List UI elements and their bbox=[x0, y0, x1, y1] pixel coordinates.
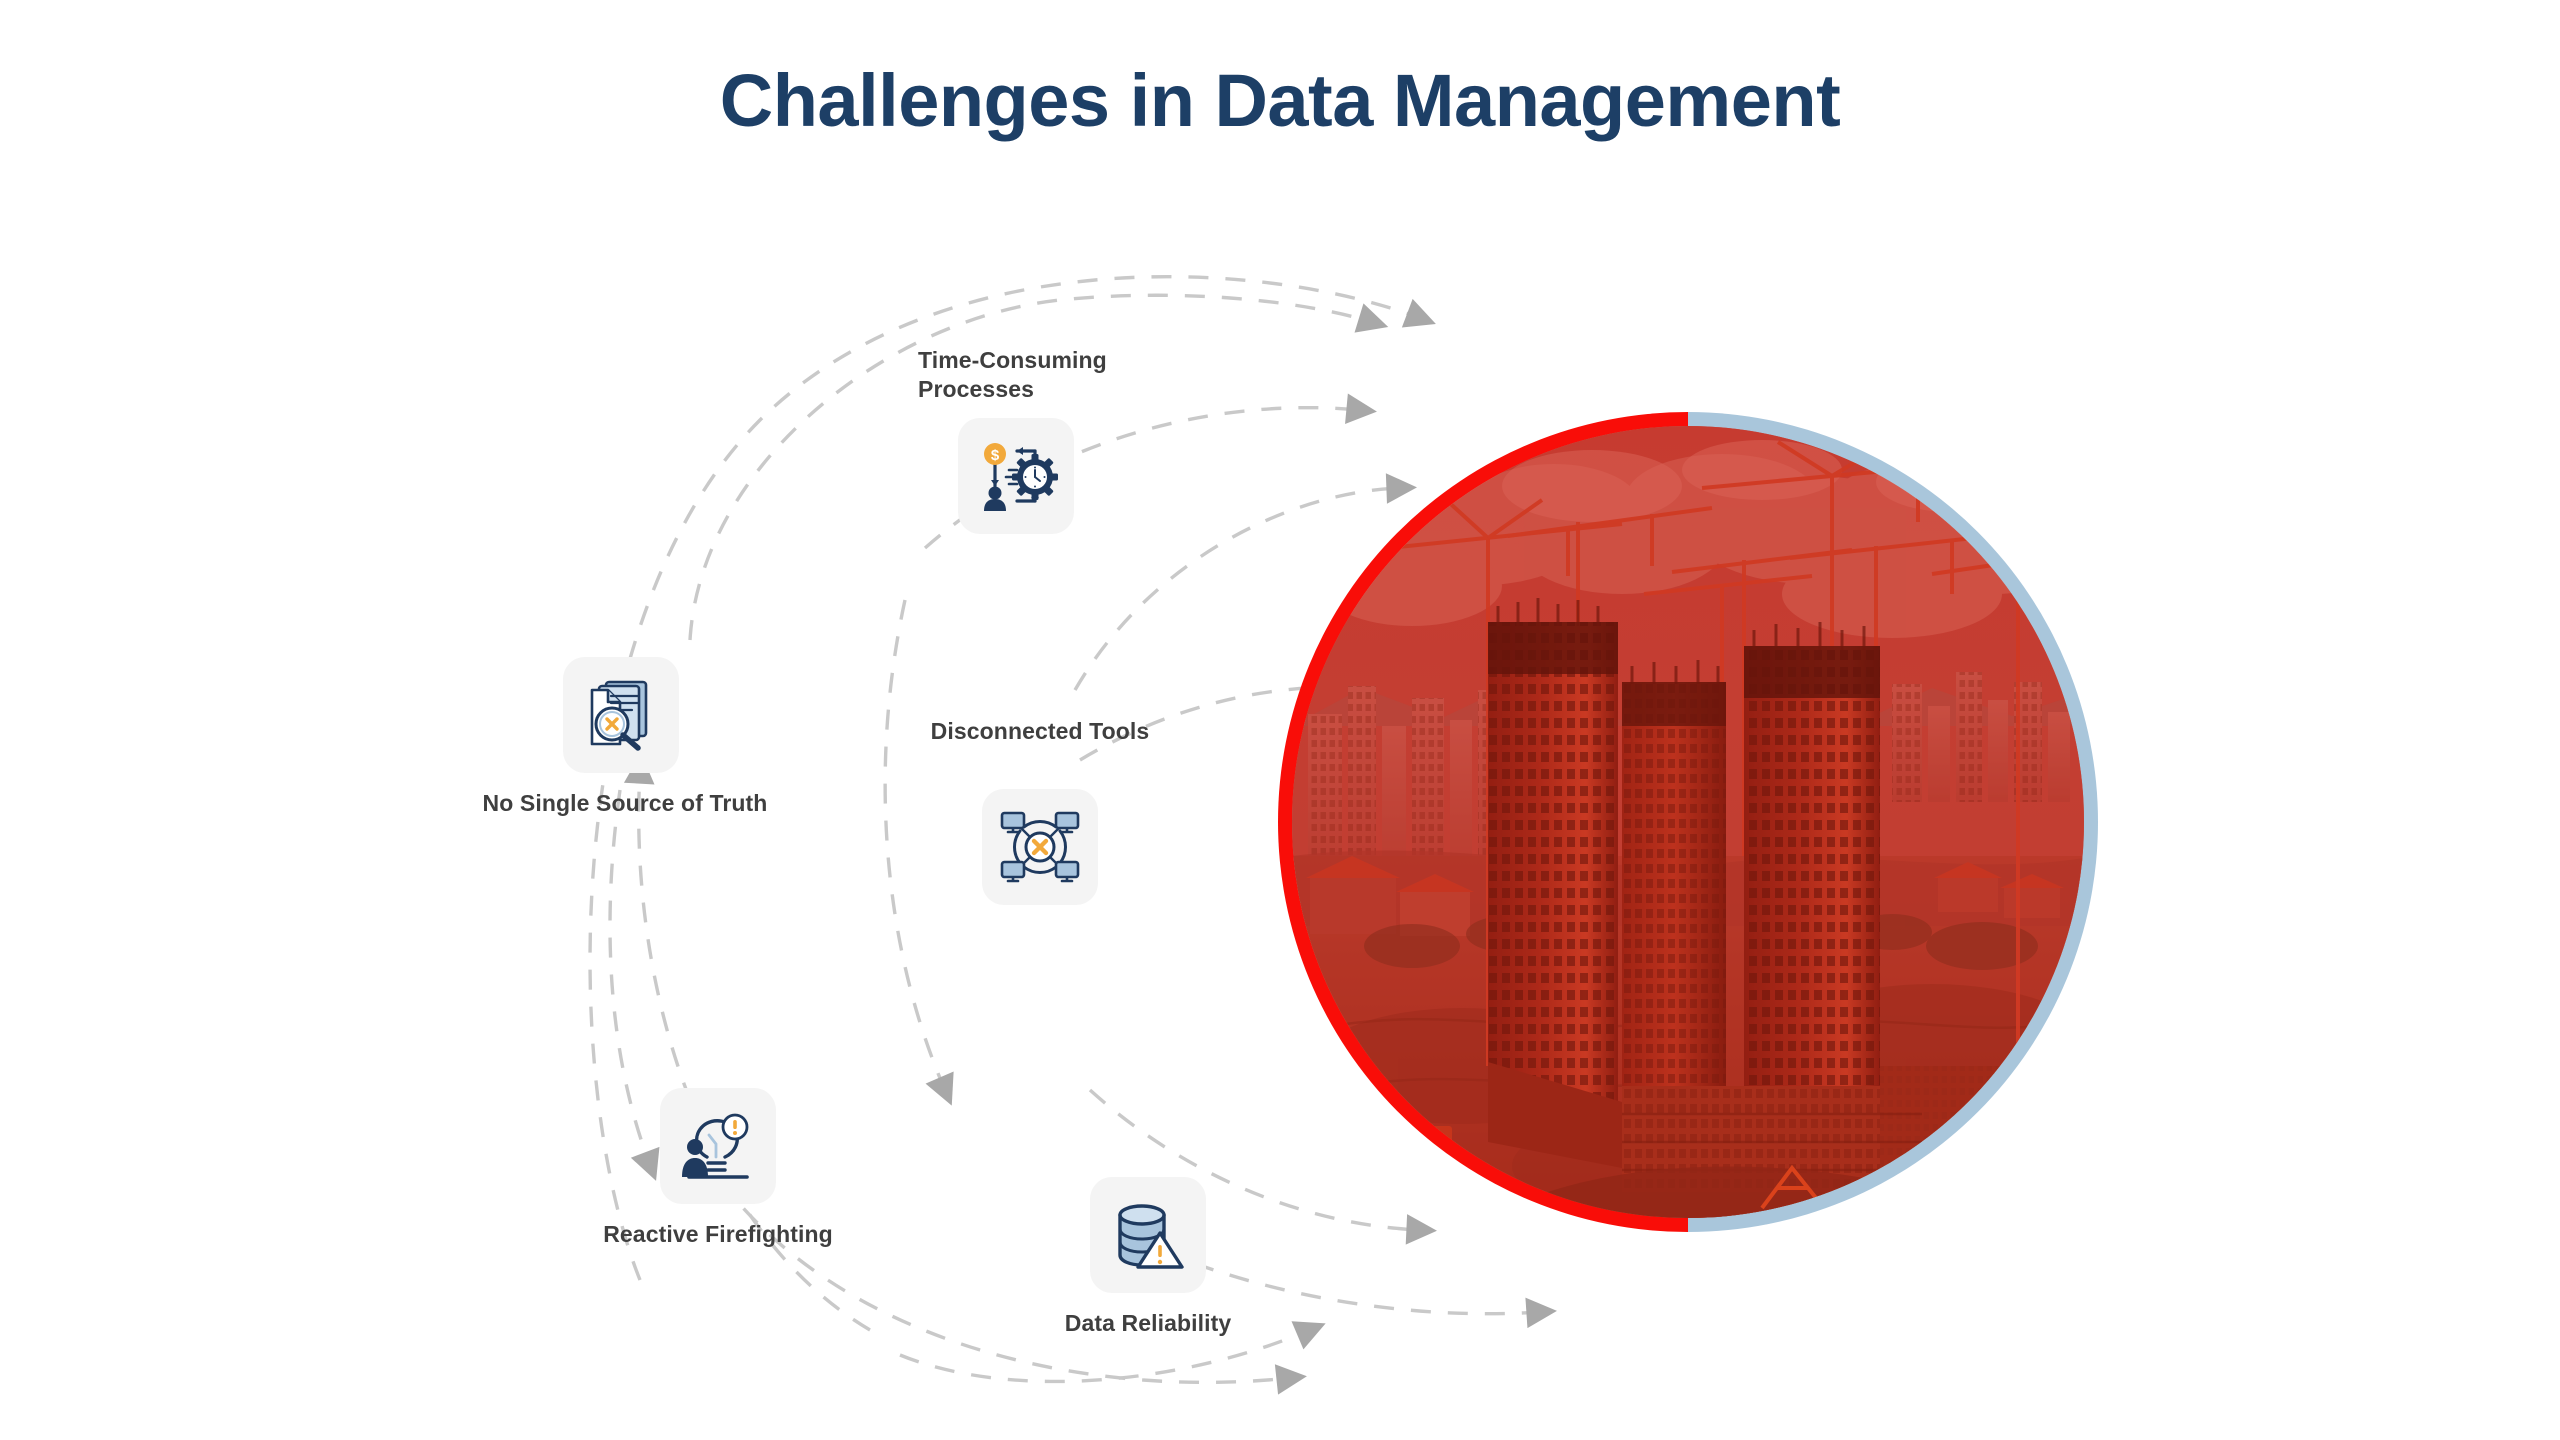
node-tile[interactable] bbox=[1090, 1177, 1206, 1293]
database-warning-icon bbox=[1118, 1204, 1184, 1269]
document-magnifier-x-icon bbox=[590, 680, 648, 751]
node-tile[interactable] bbox=[982, 789, 1098, 905]
node-label-reactive-firefighting: Reactive Firefighting bbox=[603, 1221, 833, 1247]
node-label-no-single-source-of-truth: No Single Source of Truth bbox=[482, 790, 768, 816]
svg-text:$: $ bbox=[991, 447, 1000, 464]
node-data-reliability[interactable]: Data Reliability bbox=[1065, 1177, 1231, 1336]
node-no-single-source-of-truth[interactable]: No Single Source of Truth bbox=[483, 657, 767, 816]
page-title: Challenges in Data Management bbox=[719, 59, 1841, 142]
arc-to-photo-lower bbox=[1159, 1248, 1557, 1329]
node-tile[interactable] bbox=[660, 1088, 776, 1204]
node-label-data-reliability: Data Reliability bbox=[1064, 1310, 1232, 1336]
node-tile[interactable]: $ bbox=[958, 418, 1074, 534]
photo-clip bbox=[1292, 426, 2084, 1218]
node-disconnected-tools[interactable]: Disconnected Tools bbox=[931, 718, 1149, 905]
network-monitors-x-icon bbox=[1000, 811, 1080, 883]
node-label-disconnected-tools: Disconnected Tools bbox=[930, 718, 1150, 744]
money-clock-gear-person-icon: $ bbox=[984, 443, 1058, 511]
node-label-time-consuming-processes: Time-Consuming Processes bbox=[918, 347, 1107, 403]
node-tile[interactable] bbox=[563, 657, 679, 773]
node-reactive-firefighting[interactable]: Reactive Firefighting bbox=[603, 1088, 833, 1247]
person-lightbulb-alert-icon bbox=[682, 1113, 749, 1179]
photo-red-tint bbox=[1292, 426, 2084, 1218]
arc-left-descend-outer bbox=[608, 789, 660, 1181]
construction-photo bbox=[1278, 412, 2098, 1232]
node-time-consuming-processes[interactable]: Time-Consuming Processes $ bbox=[918, 347, 1107, 534]
arc-left-descend-inner bbox=[883, 599, 954, 1106]
